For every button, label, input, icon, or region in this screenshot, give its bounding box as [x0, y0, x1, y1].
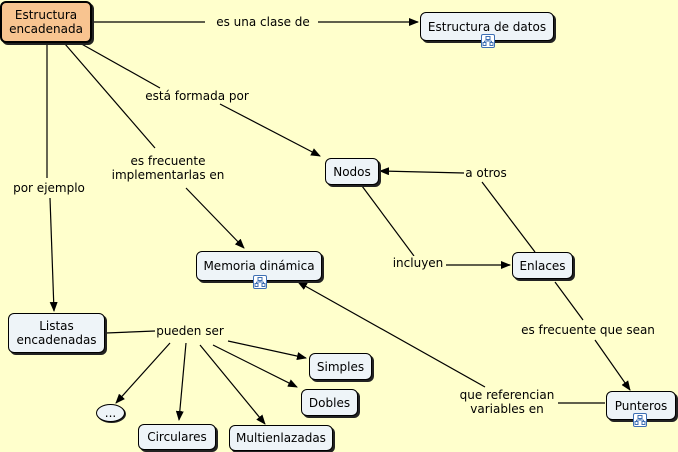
link-label-por-ejemplo: por ejemplo [13, 181, 85, 195]
link-label-que-referencian-variables-en: que referencian variables en [459, 388, 555, 416]
link-arrow [199, 344, 266, 425]
link-arrow [185, 187, 245, 249]
link-label-es-frecuente-que-sean: es frecuente que sean [521, 323, 655, 337]
link-label-es-una-clase-de: es una clase de [216, 15, 310, 29]
link-label-esta-formada-por: está formada por [145, 89, 249, 103]
concept-estructura-encadenada[interactable]: Estructura encadenada [0, 1, 92, 43]
link-line [481, 181, 536, 253]
link-line [105, 330, 156, 334]
link-arrow [297, 281, 486, 388]
concept-dobles[interactable]: Dobles [301, 389, 358, 416]
link-line [64, 43, 156, 149]
link-line [77, 41, 161, 89]
link-arrow [227, 340, 307, 360]
concept-ellipsis[interactable]: ... [96, 404, 125, 422]
link-line [554, 281, 584, 321]
link-label-a-otros: a otros [465, 166, 507, 180]
link-label-incluyen: incluyen [392, 256, 444, 270]
concept-enlaces[interactable]: Enlaces [512, 252, 573, 279]
concept-listas-encadenadas[interactable]: Listas encadenadas [8, 313, 105, 353]
link-arrow [49, 197, 58, 312]
link-arrow [594, 339, 631, 391]
submap-icon[interactable] [481, 34, 495, 48]
concept-simples[interactable]: Simples [309, 353, 372, 380]
submap-icon[interactable] [253, 275, 267, 289]
link-arrow [212, 344, 298, 388]
concept-nodos[interactable]: Nodos [325, 158, 379, 185]
link-label-pueden-ser: pueden ser [156, 324, 224, 338]
concept-circulares[interactable]: Circulares [138, 424, 216, 450]
submap-icon[interactable] [633, 413, 647, 427]
link-line [361, 185, 415, 257]
link-arrow [379, 167, 465, 176]
link-arrow [219, 103, 321, 157]
link-label-es-frecuente-implementarlas-en: es frecuente implementarlas en [111, 154, 225, 182]
link-arrow [175, 342, 187, 421]
link-arrow [115, 342, 171, 404]
concept-multienlazadas[interactable]: Multienlazadas [229, 425, 333, 451]
